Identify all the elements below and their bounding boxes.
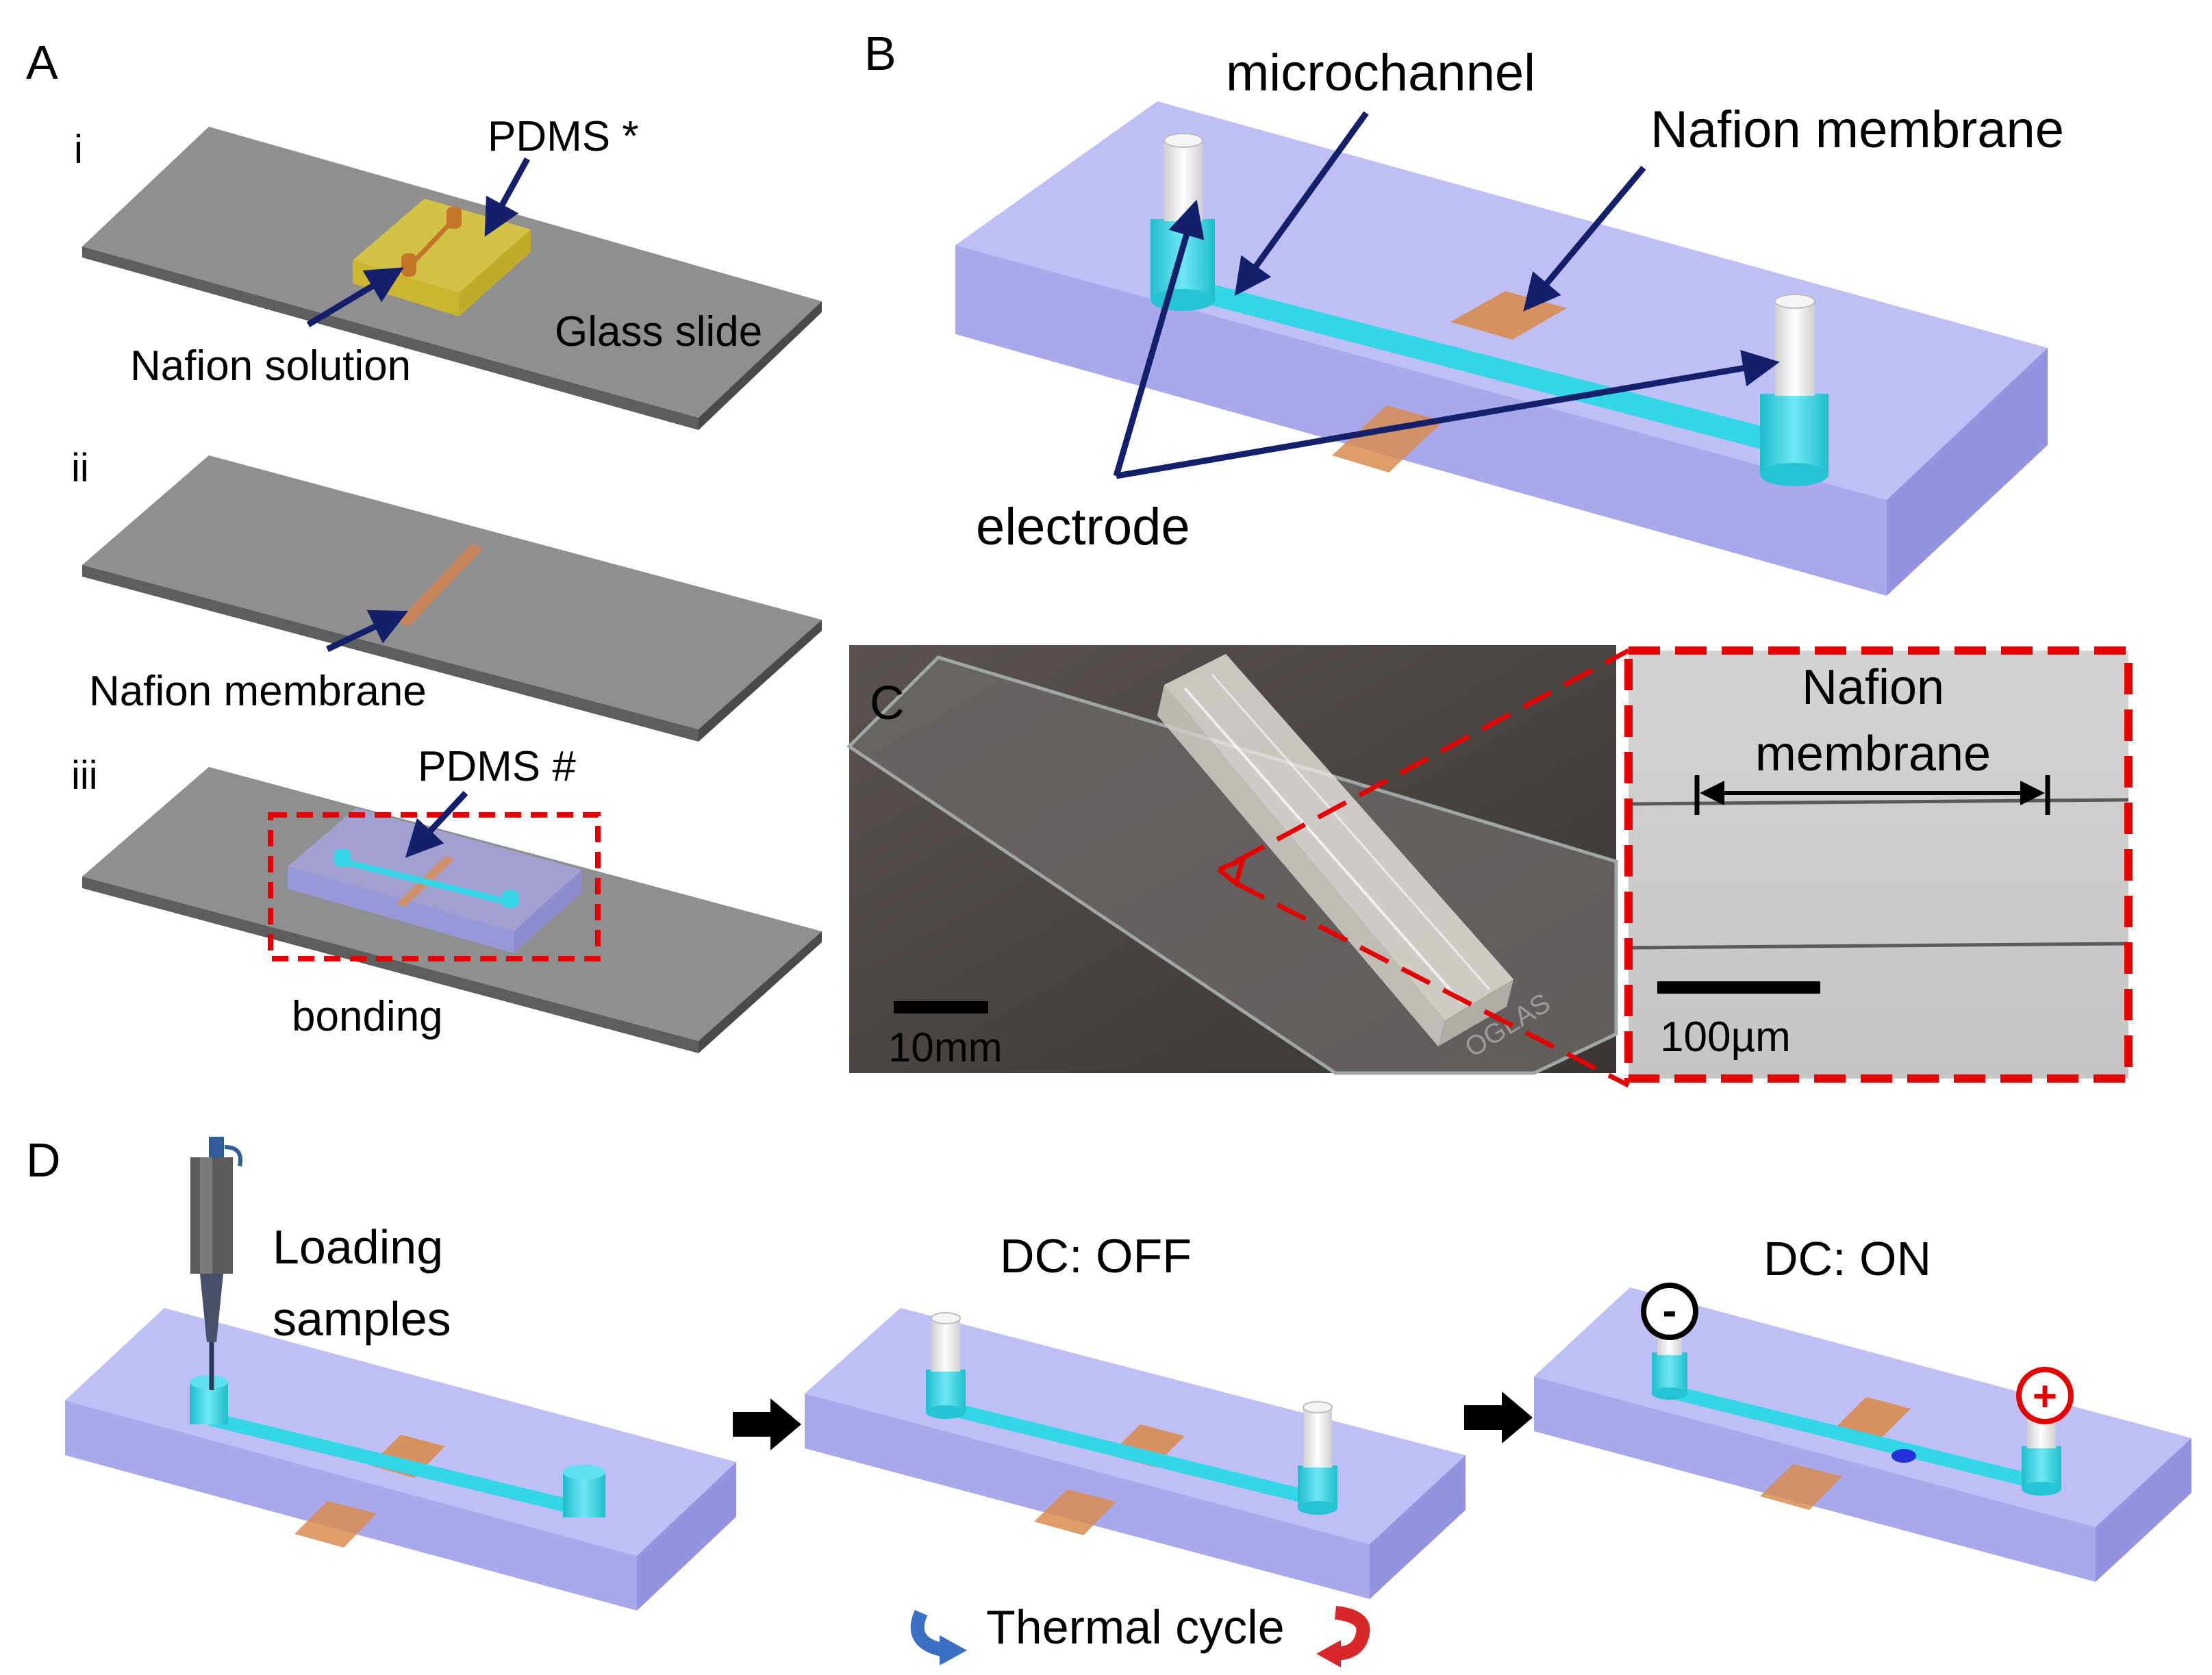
- step-ii-label: ii: [71, 446, 89, 490]
- pdms-hash-label: PDMS #: [418, 743, 576, 790]
- zoom-line-top: [1235, 648, 1630, 864]
- bonded-chip-iii: [288, 808, 582, 953]
- nafion-membrane-label-b: Nafion membrane: [1650, 101, 2064, 159]
- inset-title-nafion: Nafion: [1802, 660, 1944, 715]
- chip-d2: [805, 1308, 1466, 1599]
- plus-sign: +: [2033, 1373, 2057, 1420]
- inset-channel-edge-bottom: [1628, 942, 2129, 950]
- arrow-electrode-left: [1113, 199, 1205, 477]
- inset-background: [1629, 651, 2128, 1079]
- reservoir-right-b: [1760, 294, 1828, 486]
- inset-title-membrane: membrane: [1755, 727, 1991, 781]
- photo-zoom-marker: [1217, 855, 1247, 888]
- panel-a-letter: A: [26, 36, 58, 89]
- step-i-label: i: [74, 127, 83, 172]
- scale-bar-inset: [1657, 981, 1820, 994]
- zoom-line-bottom: [1235, 881, 1630, 1088]
- thermal-cycle-left-arrow-icon: [910, 1609, 967, 1665]
- nafion-solution-label: Nafion solution: [130, 342, 411, 390]
- minus-sign: -: [1663, 1287, 1677, 1335]
- step-iii-label: iii: [71, 753, 98, 798]
- arrow-nafion-solution: [306, 267, 404, 327]
- zoom-box-dashed-a: [268, 812, 601, 961]
- dc-off-label: DC: OFF: [1000, 1229, 1192, 1283]
- arrow-nafion-membrane-ii: [326, 609, 409, 653]
- pdms-star-label: PDMS *: [488, 113, 638, 160]
- arrow-electrode-right: [1116, 350, 1780, 479]
- loading-label-line1: Loading: [273, 1220, 443, 1274]
- thermal-cycle-label: Thermal cycle: [986, 1600, 1285, 1654]
- minus-electrode-icon: -: [1641, 1283, 1698, 1340]
- scale-label-photo: 10mm: [888, 1024, 1003, 1070]
- arrow-pdms-hash: [405, 790, 468, 858]
- nafion-membrane-strip-ii: [397, 544, 483, 626]
- flow-arrow-1: [733, 1398, 801, 1450]
- glass-slide-label: Glass slide: [555, 308, 762, 355]
- pipette-icon: [190, 1137, 242, 1390]
- panel-c: OGLAS C 10mm Nafion membrane 100µm: [846, 645, 2133, 1088]
- microchannel-label: microchannel: [1226, 44, 1535, 102]
- arrow-pdms-star: [484, 157, 530, 237]
- panel-b: B microchannel Nafion membrane electrode: [864, 27, 2064, 596]
- plus-electrode-icon: +: [2016, 1367, 2074, 1424]
- dc-on-label: DC: ON: [1763, 1232, 1931, 1285]
- bonding-label: bonding: [292, 993, 443, 1040]
- panel-d-letter: D: [26, 1133, 61, 1187]
- thermal-cycle-right-arrow-icon: [1316, 1606, 1370, 1667]
- glass-slide-ii: [82, 455, 822, 742]
- arrow-microchannel: [1234, 111, 1369, 297]
- chip-d3: [1534, 1287, 2191, 1582]
- chip-d1: [65, 1308, 736, 1611]
- panel-a: A i PDMS * Nafion solution Glass slide i…: [26, 36, 822, 1053]
- scale-label-inset: 100µm: [1660, 1013, 1791, 1061]
- arrow-nafion-membrane-b: [1523, 166, 1646, 312]
- channel-b: [1204, 282, 1777, 453]
- electrode-label: electrode: [976, 498, 1190, 556]
- panel-c-letter: C: [870, 676, 905, 729]
- nafion-membrane-label-a: Nafion membrane: [89, 668, 427, 715]
- inset-frame-dashed: [1624, 646, 2133, 1083]
- scale-bar-photo: [894, 1001, 988, 1013]
- loading-label-line2: samples: [273, 1292, 451, 1346]
- flow-arrow-2: [1464, 1391, 1533, 1444]
- panel-b-letter: B: [864, 27, 896, 80]
- panel-d: D Loading samples: [26, 1133, 2191, 1667]
